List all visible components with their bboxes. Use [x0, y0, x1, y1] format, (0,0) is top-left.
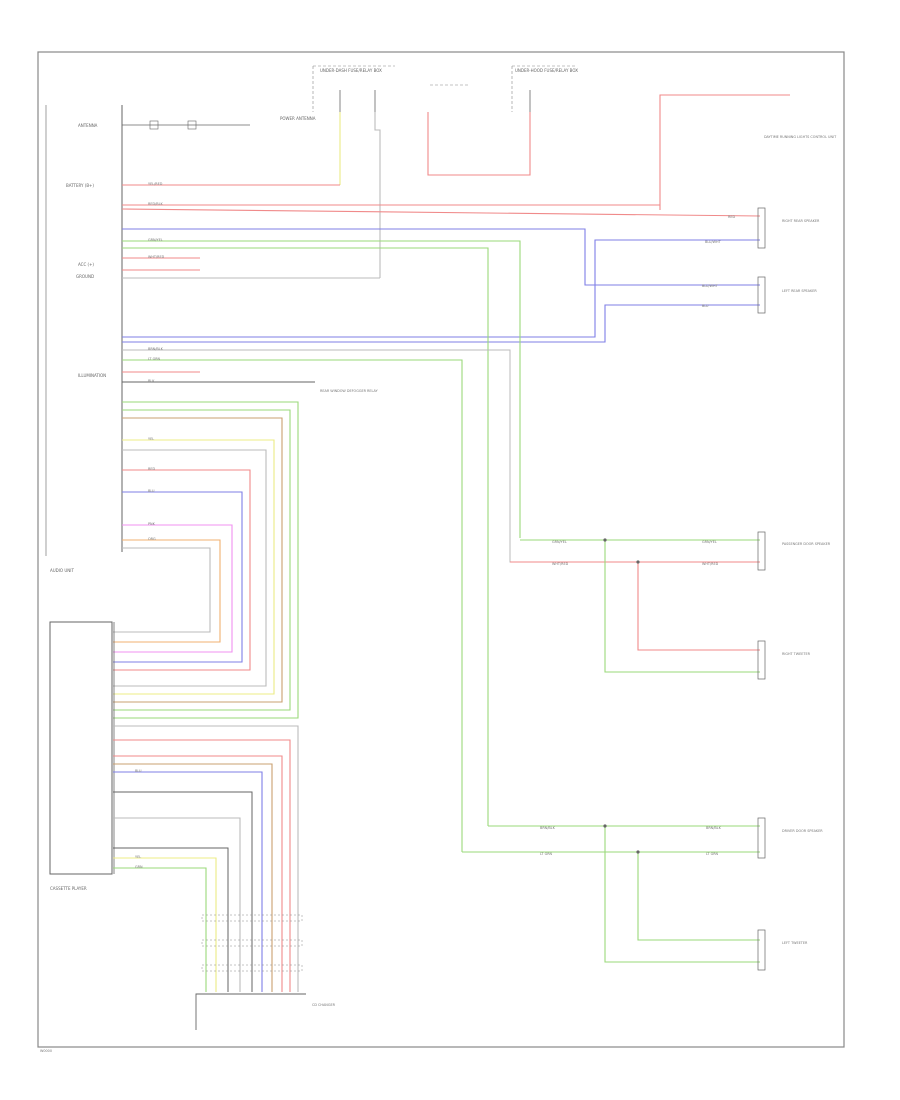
passenger-door-speaker-wiring: PASSENGER DOOR SPEAKER RIGHT TWEETER GRN…	[510, 531, 831, 680]
cd-wire-yel: YEL	[135, 855, 141, 859]
power-antenna-label: POWER ANTENNA	[280, 116, 316, 121]
wire-blk: BLK	[148, 379, 155, 383]
bundle-wire-pnk: PNK	[148, 522, 156, 526]
diagram-frame	[37, 51, 845, 1048]
driver-wire-lt-grn-right: LT GRN	[706, 852, 719, 856]
left-rear-speaker: LEFT REAR SPEAKER BLU/WHT BLU	[702, 276, 817, 314]
wire-wht-red: WHT/RED	[148, 255, 165, 259]
illumination-label: ILLUMINATION	[78, 373, 106, 378]
right-tweeter-label: RIGHT TWEETER	[782, 652, 811, 656]
cd-wire-grn: GRN	[135, 865, 143, 869]
under-dash-fuse-box-label: UNDER-DASH FUSE/RELAY BOX	[320, 68, 382, 73]
cd-changer-connector: CD CHANGER	[195, 914, 336, 1030]
antenna-lead: POWER ANTENNA	[122, 116, 316, 130]
right-rear-speaker-wiring: RIGHT REAR SPEAKER RED BLU/WHT	[121, 207, 820, 343]
bundle-wire-org: ORG	[148, 537, 156, 541]
driver-door-speaker-label: DRIVER DOOR SPEAKER	[782, 829, 823, 833]
under-hood-fuse-box: UNDER-HOOD FUSE/RELAY BOX	[511, 65, 578, 112]
left-rear-wire-blu-wht: BLU/WHT	[702, 284, 719, 288]
audio-unit-label: AUDIO UNIT	[50, 568, 74, 573]
wire-lt-grn: LT GRN	[148, 357, 161, 361]
passenger-door-speaker-label: PASSENGER DOOR SPEAKER	[782, 542, 831, 546]
wire-yel-red: YEL/RED	[148, 182, 163, 186]
cassette-player-label: CASSETTE PLAYER	[50, 886, 87, 891]
acc-label: ACC (+)	[78, 262, 94, 267]
rear-window-defogger-label: REAR WINDOW DEFOGGER RELAY	[320, 389, 379, 393]
left-rear-speaker-label: LEFT REAR SPEAKER	[782, 289, 817, 293]
ground-label: GROUND	[76, 274, 94, 279]
passenger-wire-wht-red-right: WHT/RED	[702, 562, 719, 566]
drl-label: DAYTIME RUNNING LIGHTS CONTROL UNIT	[764, 135, 837, 139]
cd-changer-wiring: BLU YEL GRN	[113, 725, 299, 992]
left-rear-wire-blu: BLU	[702, 304, 709, 308]
audio-unit-wires: YEL/RED RED/BLK GRN/YEL WHT/RED BRN/BLK …	[122, 182, 760, 852]
cassette-bundle: RED BLU PNK ORG YEL	[113, 401, 299, 719]
figure-id: W0000	[40, 1049, 52, 1053]
wire-grn-yel: GRN/YEL	[148, 238, 163, 242]
cd-changer-label: CD CHANGER	[312, 1003, 336, 1007]
driver-wire-lt-grn: LT GRN	[540, 852, 553, 856]
bundle-wire-yel: YEL	[148, 437, 154, 441]
cd-wire-blu: BLU	[135, 769, 142, 773]
right-rear-speaker-label: RIGHT REAR SPEAKER	[782, 219, 820, 223]
daytime-running-lights: DAYTIME RUNNING LIGHTS CONTROL UNIT	[659, 94, 837, 210]
passenger-wire-wht-red: WHT/RED	[552, 562, 569, 566]
battery-label: BATTERY (B+)	[66, 183, 94, 188]
wire-red-blk: RED/BLK	[148, 202, 163, 206]
right-rear-wire-blu-wht: BLU/WHT	[705, 240, 722, 244]
right-rear-wire-red: RED	[728, 215, 735, 219]
passenger-wire-grn-yel: GRN/YEL	[552, 540, 567, 544]
under-hood-fuse-box-label: UNDER-HOOD FUSE/RELAY BOX	[515, 68, 578, 73]
left-tweeter-label: LEFT TWEETER	[782, 941, 808, 945]
driver-door-speaker-wiring: DRIVER DOOR SPEAKER LEFT TWEETER BRN/BLK…	[462, 817, 823, 971]
bundle-wire-blu: BLU	[148, 489, 155, 493]
top-fuse-drops	[339, 84, 531, 278]
under-dash-fuse-box: UNDER-DASH FUSE/RELAY BOX	[312, 65, 395, 112]
passenger-wire-grn-yel-right: GRN/YEL	[702, 540, 717, 544]
wire-brn-blk: BRN/BLK	[148, 347, 164, 351]
bundle-wire-red: RED	[148, 467, 155, 471]
cassette-player: CASSETTE PLAYER	[49, 621, 115, 891]
antenna-label: ANTENNA	[78, 123, 98, 128]
driver-wire-brn-blk-right: BRN/BLK	[706, 826, 722, 830]
driver-wire-brn-blk: BRN/BLK	[540, 826, 556, 830]
audio-unit: AUDIO UNIT ANTENNA BATTERY (B+) ACC (+) …	[45, 105, 123, 573]
